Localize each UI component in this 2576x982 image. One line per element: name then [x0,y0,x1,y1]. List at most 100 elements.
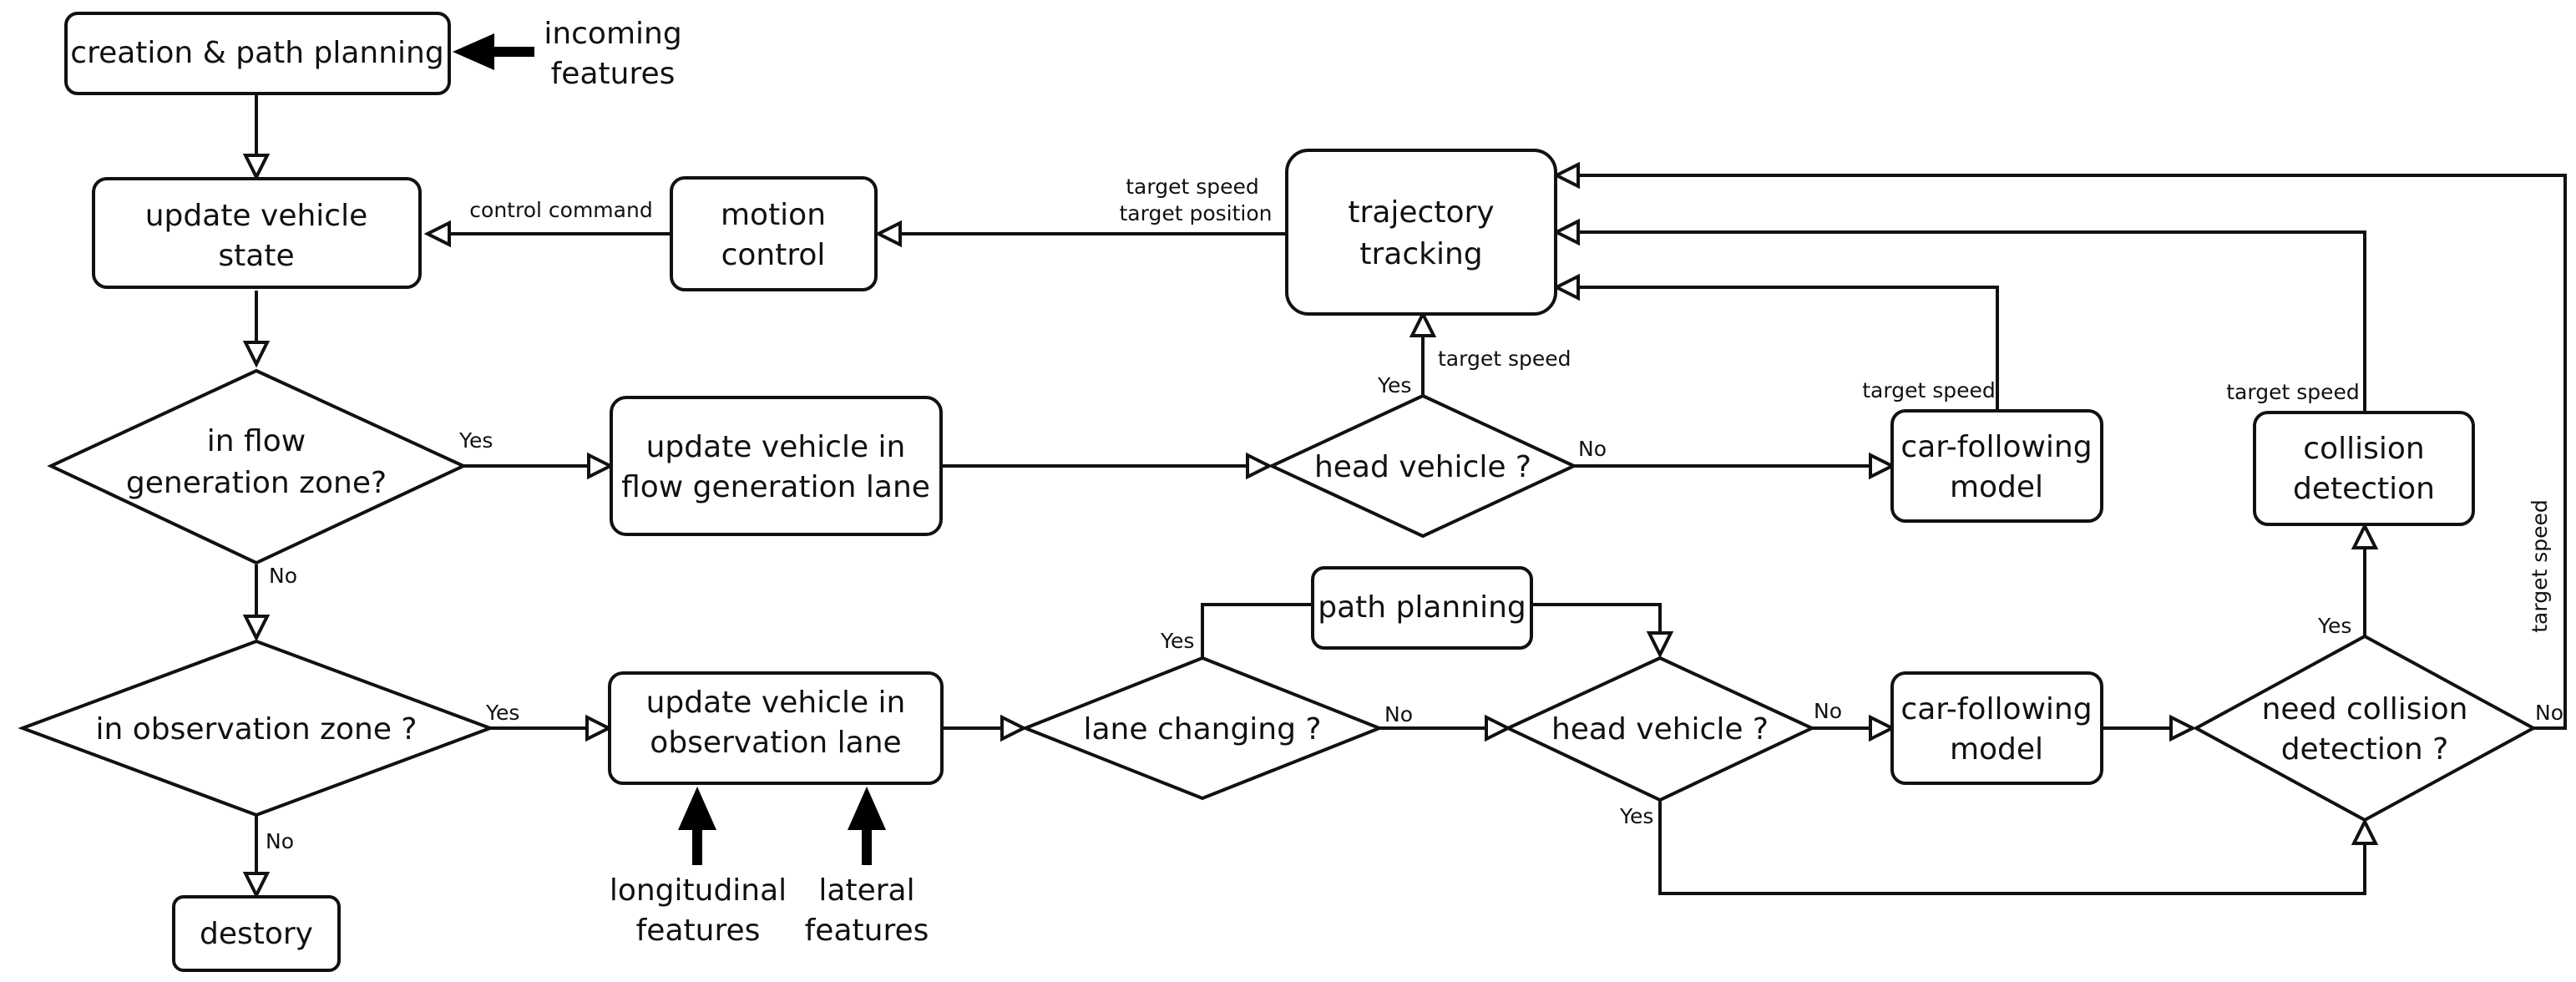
longitudinal-features-label-line2: features [636,914,761,948]
need-collision-detection-decision: need collision detection ? [2192,634,2538,823]
edge-lane-changing-to-path-planning [1201,603,1313,658]
yes-label-lane-changing: Yes [1160,629,1194,653]
destroy-box: destory [172,895,341,972]
nodes: creation & path planning update vehicle … [18,12,2538,972]
car-following-model-box-1: car-following model [1890,409,2103,523]
longitudinal-features-label-line1: longitudinal [610,873,787,908]
node-label-line2: observation lane [650,726,901,760]
node-label-line2: tracking [1359,237,1482,271]
node-label: creation & path planning [70,36,443,70]
creation-path-planning-box: creation & path planning [64,12,451,95]
update-vehicle-observation-lane-box: update vehicle in observation lane [608,671,944,785]
node-label-line1: collision [2303,432,2424,466]
yes-label-head-vehicle-2: Yes [1619,804,1653,828]
arrowhead [1409,310,1437,337]
control-command-label: control command [469,198,652,222]
node-label-line1: car-following [1900,430,2092,464]
arrowhead [1485,714,1512,742]
node-label-line1: motion [721,198,826,232]
arrowhead [242,872,271,899]
node-label-line1: in flow [207,424,306,458]
target-speed-label-collision: target speed [2226,380,2360,404]
arrowhead [423,220,451,248]
lateral-features-arrow-icon [848,787,886,830]
node-label-line2: model [1950,732,2043,767]
yes-label-need-collision: Yes [2317,614,2351,638]
yes-label-flow-zone: Yes [458,428,493,453]
arrowhead [585,714,613,742]
yes-label-head-vehicle-1: Yes [1377,373,1411,397]
no-label-head-vehicle-2: No [1814,699,1842,723]
edge-need-collision-to-trajectory [1578,174,2567,730]
node-label-line2: model [1950,470,2043,504]
node-label-line2: state [218,239,294,273]
in-observation-zone-decision: in observation zone ? [18,639,495,817]
feature-input-arrows [453,33,886,865]
node-label-line2: detection [2293,472,2435,506]
arrowhead [1646,631,1674,659]
node-label-line2: flow generation lane [621,470,930,504]
node-label-line2: generation zone? [126,466,387,500]
target-speed-label-motion: target speed [1126,175,1259,199]
arrowhead [242,341,271,368]
update-vehicle-flow-lane-box: update vehicle in flow generation lane [610,396,943,536]
no-label-head-vehicle-1: No [1578,437,1607,461]
arrowhead [242,615,271,642]
arrowhead [242,154,271,181]
arrowhead [1246,452,1273,480]
yes-label-obs-zone: Yes [485,701,519,725]
node-label: head vehicle ? [1551,712,1769,747]
no-label-lane-changing: No [1384,702,1413,726]
no-label-need-collision: No [2535,701,2563,725]
head-vehicle-decision-2: head vehicle ? [1504,656,1816,802]
incoming-features-label-line2: features [551,57,676,91]
node-label-line2: detection ? [2281,732,2449,767]
in-flow-generation-zone-decision: in flow generation zone? [47,368,468,565]
arrowhead [1869,452,1896,480]
arrowhead [2351,817,2379,845]
node-label: head vehicle ? [1314,450,1531,484]
lateral-features-label-line1: lateral [818,873,914,908]
edge-labels: control command target speed target posi… [266,175,2563,853]
update-vehicle-state-box: update vehicle state [92,177,422,289]
head-vehicle-decision-1: head vehicle ? [1268,393,1578,539]
node-label: lane changing ? [1083,712,1321,747]
target-speed-label-car-following: target speed [1862,378,1996,402]
connectors [242,95,2567,899]
node-label: in observation zone ? [95,712,417,747]
edge-head-vehicle-2-to-need-collision [1658,800,2366,895]
lane-changing-decision: lane changing ? [1020,656,1384,801]
arrowhead [1552,273,1580,301]
node-label-line1: update vehicle in [646,430,906,464]
arrowhead [1552,161,1580,190]
arrowhead [2351,522,2379,549]
node-label-line1: update vehicle [145,199,368,233]
motion-control-box: motion control [670,176,878,291]
lateral-features-label-line2: features [805,914,929,948]
target-speed-label-head-vehicle: target speed [1438,347,1571,371]
trajectory-tracking-box: trajectory tracking [1285,149,1557,316]
node-label: destory [200,917,313,951]
arrowhead [2169,714,2197,742]
no-label-obs-zone: No [266,829,294,853]
node-label-line1: need collision [2262,692,2468,726]
node-label-line1: update vehicle in [646,686,906,720]
node-label-line1: trajectory [1348,195,1494,230]
incoming-features-arrow-icon [453,33,494,70]
no-label-flow-zone: No [269,564,297,588]
node-label-line2: control [721,238,826,272]
feature-labels: incoming features longitudinal features … [544,17,929,948]
edge-path-planning-to-head-vehicle-2 [1531,603,1662,633]
arrowhead [587,452,615,480]
arrowhead [1000,714,1028,742]
target-speed-label-vertical: target speed [2528,499,2552,633]
target-position-label: target position [1120,201,1273,225]
node-label: path planning [1318,590,1526,625]
longitudinal-features-arrow-icon [678,787,716,830]
arrowhead [874,220,902,248]
node-label-line1: car-following [1900,692,2092,726]
arrowhead [1552,218,1580,246]
arrowhead [1869,714,1896,742]
car-following-model-box-2: car-following model [1890,671,2103,785]
